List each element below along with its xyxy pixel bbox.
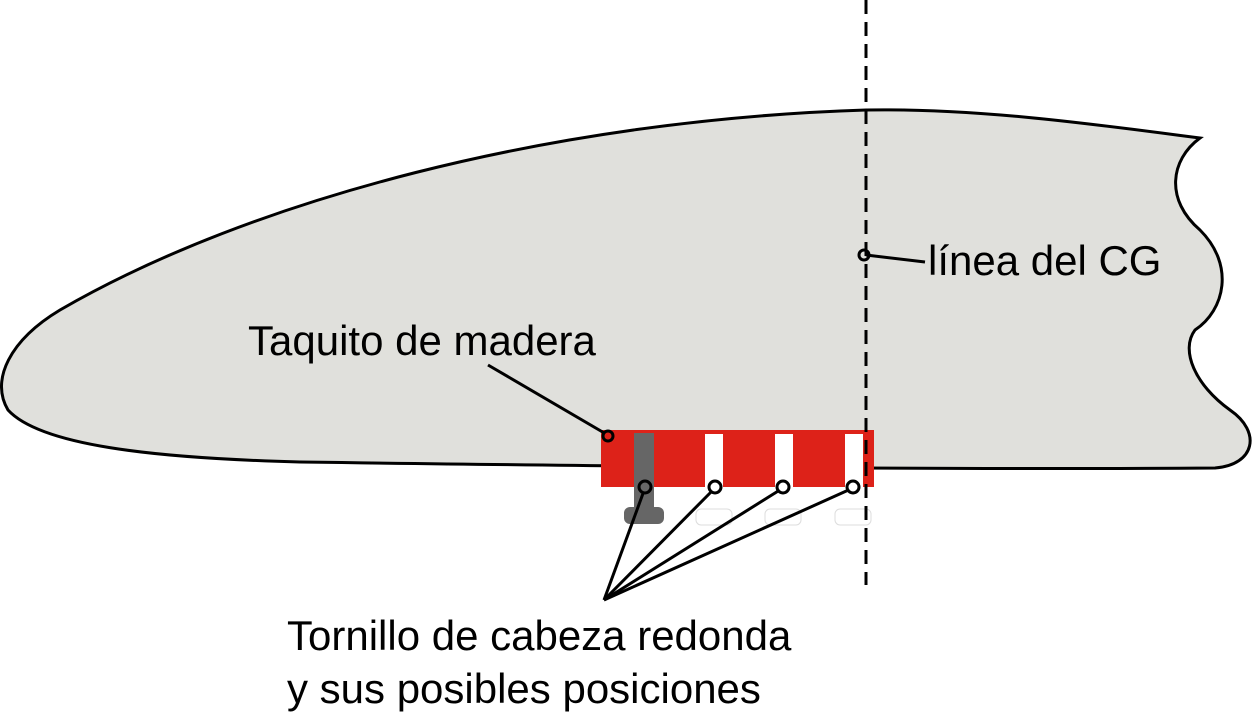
wood-block <box>601 430 874 526</box>
block-label: Taquito de madera <box>248 317 597 364</box>
cg-line-label: línea del CG <box>928 237 1161 284</box>
screw-slot-2 <box>695 434 733 526</box>
leader-lines <box>487 248 926 602</box>
screw-slot-4 <box>834 434 872 526</box>
screw-label-line1: Tornillo de cabeza redonda <box>287 612 792 659</box>
wing-section <box>0 108 1252 471</box>
screw-label-line2: y sus posibles posiciones <box>287 665 761 712</box>
screw-slot-3 <box>764 434 802 526</box>
